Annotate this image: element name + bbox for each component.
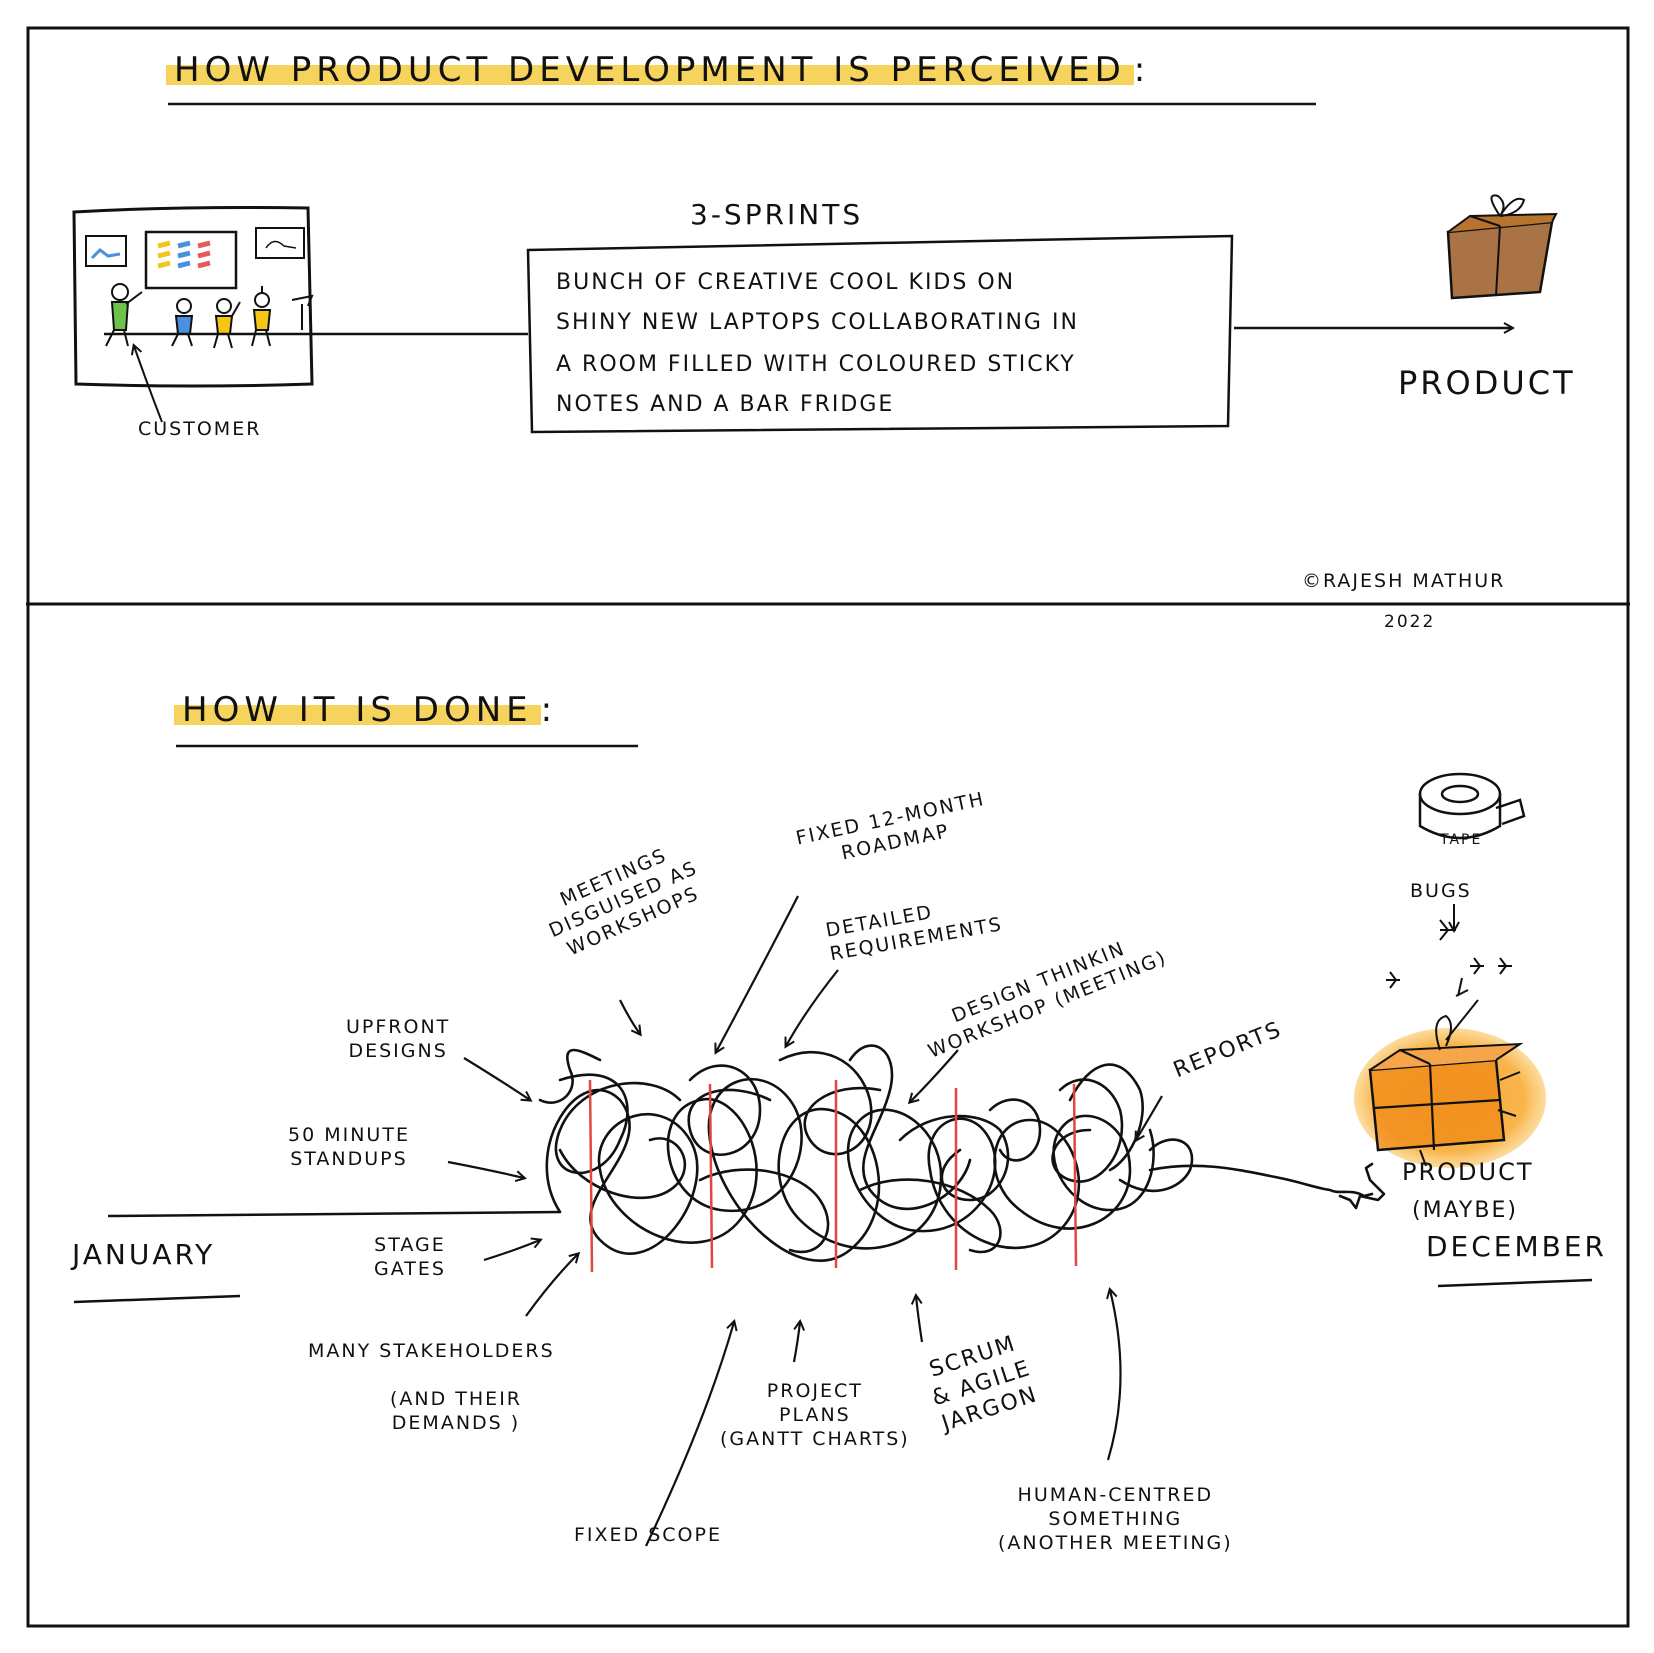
stakeholders-note: MANY STAKEHOLDERS (308, 1340, 555, 1362)
project-plans-note: PROJECT PLANS (GANTT CHARTS) (720, 1380, 910, 1450)
sprints-label: 3-SPRINTS (690, 198, 864, 231)
tape-label: TAPE (1440, 832, 1483, 848)
bottom-product-label: PRODUCT (1402, 1158, 1534, 1186)
product-maybe-note: (MAYBE) (1412, 1198, 1518, 1223)
upfront-designs-note: UPFRONT DESIGNS (346, 1016, 451, 1062)
sticky-notes-icon (157, 240, 211, 269)
standups-note: 50 MINUTE STANDUPS (288, 1124, 410, 1170)
stakeholders-demands-note: (AND THEIR DEMANDS ) (390, 1388, 522, 1434)
person-customer (105, 283, 143, 347)
box-line-4: NOTES AND A BAR FRIDGE (556, 392, 895, 417)
copyright-text: ©RAJESH MATHUR (1302, 570, 1506, 592)
stage-gates (588, 1079, 1078, 1273)
bug-icon (1386, 919, 1512, 997)
timeline-start (107, 1210, 561, 1218)
january-label: JANUARY (72, 1238, 216, 1271)
box-line-1: BUNCH OF CREATIVE COOL KIDS ON (556, 270, 1016, 295)
top-heading: HOW PRODUCT DEVELOPMENT IS PERCEIVED: (166, 50, 1150, 90)
person-4 (251, 286, 272, 347)
tangled-process-scribble (538, 1044, 1386, 1262)
top-box (526, 234, 1234, 434)
fixed-scope-note: FIXED SCOPE (574, 1524, 722, 1546)
bugs-label: BUGS (1410, 880, 1472, 902)
customer-label: CUSTOMER (138, 418, 262, 440)
person-3 (213, 298, 241, 349)
team-room-scene (72, 206, 314, 423)
stage-gates-note: STAGE GATES (374, 1234, 446, 1280)
tape-roll-icon (1418, 772, 1526, 840)
copyright-year: 2022 (1384, 612, 1436, 632)
human-centred-note: HUMAN-CENTRED SOMETHING (ANOTHER MEETING… (998, 1484, 1233, 1554)
january-underline (73, 1294, 241, 1304)
gift-box-icon (1446, 194, 1558, 300)
december-label: DECEMBER (1426, 1230, 1608, 1263)
person-2 (171, 298, 194, 347)
december-underline (1437, 1278, 1593, 1288)
annotation-arrows (447, 895, 1163, 1547)
bottom-heading: HOW IT IS DONE: (174, 690, 557, 730)
customer-pointer-arrow (134, 346, 163, 423)
box-line-3: A ROOM FILLED WITH COLOURED STICKY (556, 352, 1076, 377)
broken-gift-icon (1354, 999, 1546, 1168)
top-product-label: PRODUCT (1398, 364, 1576, 402)
box-line-2: SHINY NEW LAPTOPS COLLABORATING IN (556, 310, 1079, 335)
outer-frame (26, 26, 1630, 1628)
